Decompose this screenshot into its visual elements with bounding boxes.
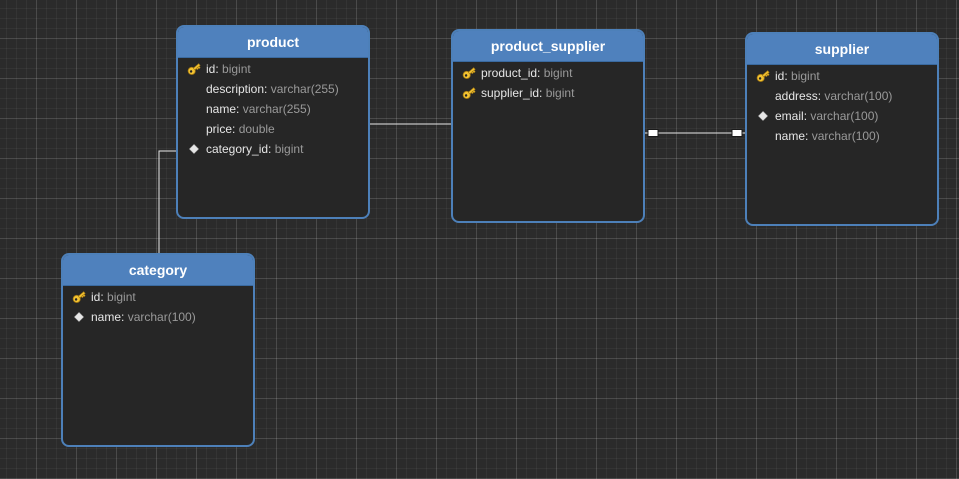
field-name: id (206, 62, 216, 76)
field-type: varchar(255) (270, 82, 339, 96)
field-name: price (206, 122, 233, 136)
field-type: varchar(100) (824, 89, 893, 103)
field-type: bigint (222, 62, 251, 76)
field-type: bigint (545, 86, 575, 100)
field-name: email (775, 109, 804, 123)
field-row[interactable]: name: varchar(100) (63, 307, 253, 327)
field-name: product_id (481, 66, 538, 80)
field-row[interactable]: description: varchar(255) (206, 82, 339, 96)
entity-fields: id: bigint name: varchar(100) (63, 286, 253, 327)
field-type: bigint (791, 69, 820, 83)
field-row[interactable]: id: bigint (747, 66, 937, 86)
entity-product[interactable]: product id: bigint description: varchar(… (176, 25, 370, 219)
diamond-icon (71, 309, 87, 325)
entity-title: category (63, 255, 253, 286)
key-icon (71, 289, 87, 305)
diamond-icon (186, 141, 202, 157)
field-row[interactable]: address: varchar(100) (775, 89, 893, 103)
key-icon (461, 65, 477, 81)
field-name: name (775, 129, 806, 143)
entity-supplier[interactable]: supplier id: bigint address: varchar(100… (745, 32, 939, 226)
field-name: id (91, 290, 101, 304)
entity-category[interactable]: category id: bigint name: varchar(100) (61, 253, 255, 447)
field-name: name (91, 310, 122, 324)
field-type: varchar(100) (127, 310, 196, 324)
entity-fields: id: bigint description: varchar(255) nam… (178, 58, 368, 159)
field-type: varchar(255) (242, 102, 311, 116)
entity-product-supplier[interactable]: product_supplier product_id: bigint supp… (451, 29, 645, 223)
field-row[interactable]: price: double (206, 122, 275, 136)
field-name: description (206, 82, 265, 96)
field-name: supplier_id (481, 86, 540, 100)
field-type: varchar(100) (810, 109, 879, 123)
diamond-icon (755, 108, 771, 124)
field-type: bigint (543, 66, 573, 80)
field-type: varchar(100) (811, 129, 880, 143)
field-name: category_id (206, 142, 269, 156)
field-type: bigint (107, 290, 136, 304)
field-row[interactable]: supplier_id: bigint (453, 83, 643, 103)
entity-title: product_supplier (453, 31, 643, 62)
relationship-endpoint-marker (731, 129, 743, 137)
relationship-endpoint-marker (647, 129, 659, 137)
field-row[interactable]: id: bigint (178, 59, 368, 79)
field-type: double (238, 122, 275, 136)
field-row[interactable]: id: bigint (63, 287, 253, 307)
entity-fields: id: bigint address: varchar(100) email: … (747, 65, 937, 146)
field-row[interactable]: name: varchar(100) (775, 129, 880, 143)
field-row[interactable]: name: varchar(255) (206, 102, 311, 116)
field-row[interactable]: product_id: bigint (453, 63, 643, 83)
field-type: bigint (274, 142, 304, 156)
key-icon (755, 68, 771, 84)
field-row[interactable]: email: varchar(100) (747, 106, 937, 126)
key-icon (186, 61, 202, 77)
field-name: name (206, 102, 237, 116)
field-name: id (775, 69, 785, 83)
entity-title: supplier (747, 34, 937, 65)
entity-title: product (178, 27, 368, 58)
key-icon (461, 85, 477, 101)
field-name: address (775, 89, 818, 103)
field-row[interactable]: category_id: bigint (178, 139, 368, 159)
entity-fields: product_id: bigint supplier_id: bigint (453, 62, 643, 103)
